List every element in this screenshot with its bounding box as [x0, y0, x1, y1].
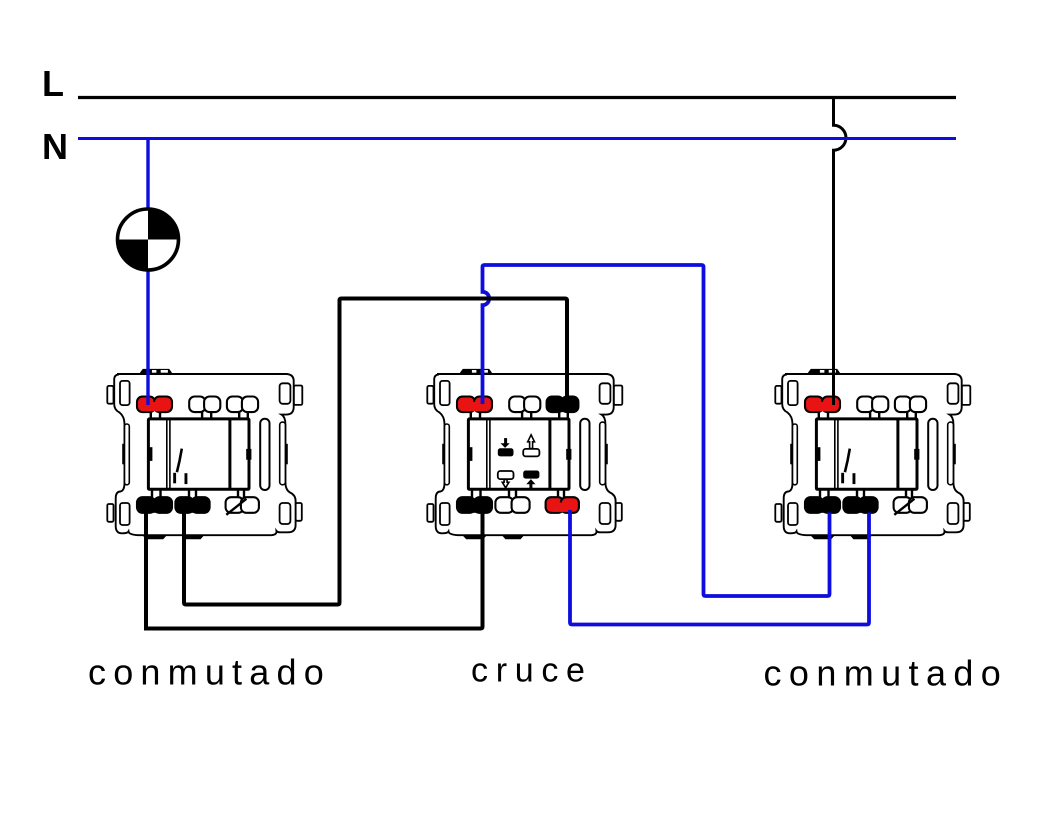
svg-text:L: L [42, 63, 64, 104]
svg-text:cruce: cruce [471, 651, 593, 689]
svg-text:conmutado: conmutado [764, 653, 1009, 694]
svg-text:conmutado: conmutado [88, 652, 331, 693]
svg-text:N: N [42, 126, 68, 167]
